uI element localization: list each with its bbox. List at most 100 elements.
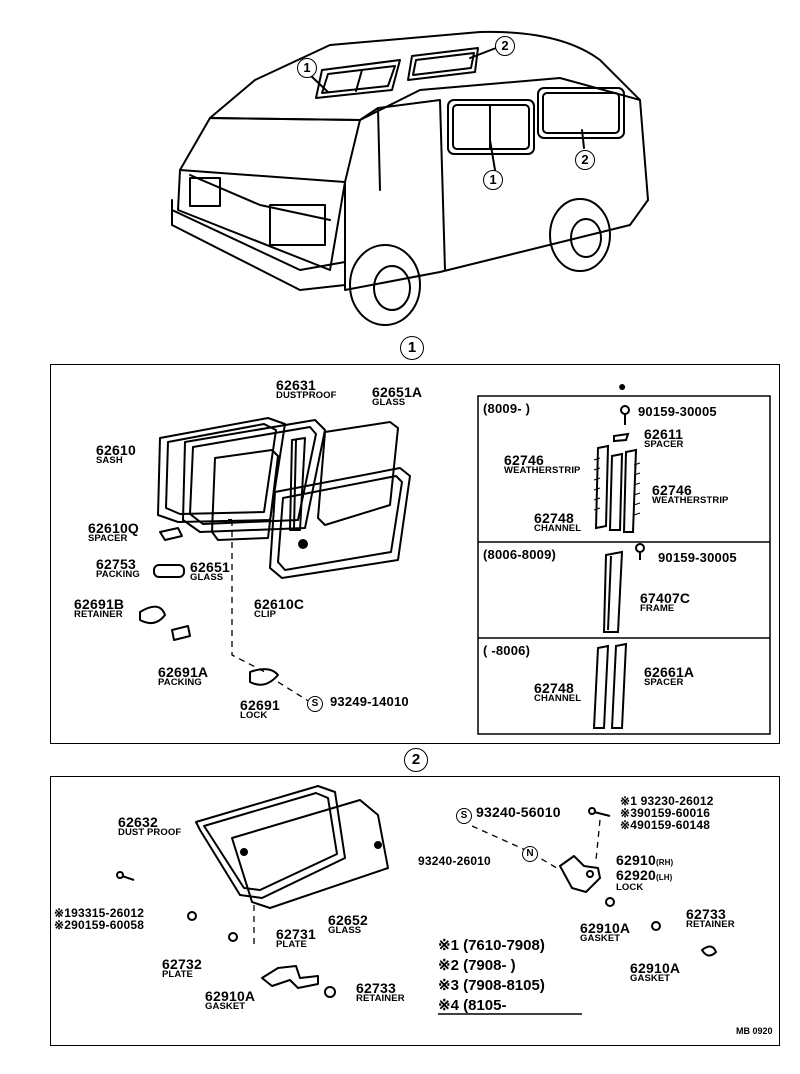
part-62661A: 62661A SPACER	[644, 664, 694, 688]
part-62748-a: 62748 CHANNEL	[534, 510, 581, 534]
part-62651: 62651 GLASS	[190, 559, 230, 583]
section-1-drawing	[139, 395, 771, 735]
part-name: GLASS	[190, 572, 224, 583]
lock-lh-number: 62920	[616, 867, 656, 883]
part-62753: 62753 PACKING	[96, 556, 140, 580]
part-67407C: 67407C FRAME	[640, 590, 690, 614]
part-name: RETAINER	[74, 609, 123, 620]
part-name: RETAINER	[686, 919, 735, 930]
part-name: GLASS	[328, 925, 362, 936]
part-name: CHANNEL	[534, 693, 582, 704]
panel-b-screw: 90159-30005	[658, 550, 737, 565]
n-marker: N	[522, 846, 538, 862]
van-illustration	[171, 30, 649, 326]
panel-a-dot-marker: ●	[618, 378, 627, 394]
part-name: WEATHERSTRIP	[652, 495, 729, 506]
lock-rh-number: 62910	[616, 852, 656, 868]
part-62746-left: 62746 WEATHERSTRIP	[504, 452, 581, 476]
legend-mark: ※3	[438, 977, 459, 994]
screw-right-1: ※1 93230-26012	[620, 794, 714, 808]
legend-range: (8105-	[463, 997, 507, 1014]
part-62910-lock: 62910(RH) 62920(LH) LOCK	[616, 852, 673, 893]
screw-right-3: ※490159-60148	[620, 818, 711, 832]
callout-1-roof: 1	[297, 58, 317, 78]
panel-a-screw: 90159-30005	[638, 404, 717, 419]
part-name: GLASS	[372, 397, 406, 408]
part-number: 62611	[644, 426, 684, 442]
legend-mark: ※4	[438, 997, 459, 1014]
part-name: PACKING	[158, 677, 202, 688]
part-number: 62691B	[74, 596, 125, 612]
panel-b-range: (8006-8009)	[483, 547, 557, 562]
part-name: SPACER	[644, 439, 684, 450]
part-62733-bottom: 62733 RETAINER	[356, 980, 405, 1004]
part-number: 62652	[328, 912, 368, 928]
part-number: 62651	[190, 559, 230, 575]
part-number: 62733	[686, 906, 726, 922]
model-legend: ※1 (7610-7908) ※2 (7908- ) ※3 (7908-8105…	[438, 936, 545, 1014]
part-name: WEATHERSTRIP	[504, 465, 581, 476]
part-number: 62651A	[372, 384, 423, 400]
part-62651A: 62651A GLASS	[372, 384, 422, 408]
part-62632: 62632 DUST PROOF	[118, 814, 181, 838]
part-62610Q: 62610Q SPACER	[88, 520, 139, 544]
part-number: 62661A	[644, 664, 695, 680]
part-number: 62610C	[254, 596, 305, 612]
part-number: 62610	[96, 442, 136, 458]
screw-left-2: ※290159-60058	[54, 918, 145, 932]
legend-row: ※1 (7610-7908)	[438, 936, 545, 954]
part-name: PLATE	[162, 969, 193, 980]
part-name: GASKET	[580, 933, 621, 944]
part-62610: 62610 SASH	[96, 442, 136, 466]
part-number: 62910A	[580, 920, 631, 936]
part-number: 62631	[276, 377, 316, 393]
callout-2-roof: 2	[495, 36, 515, 56]
part-name: DUST PROOF	[118, 827, 182, 838]
lock-name: LOCK	[616, 882, 644, 893]
part-62732: 62732 PLATE	[162, 956, 202, 980]
part-name: SASH	[96, 455, 123, 466]
screw-right-2: ※390159-60016	[620, 806, 711, 820]
section-2-box	[50, 776, 780, 1046]
s-marker: S	[307, 696, 323, 712]
panel-a-range: (8009- )	[483, 401, 531, 416]
section-1-marker: 1	[400, 336, 424, 360]
part-62910A-mid: 62910A GASKET	[580, 920, 630, 944]
part-name: CLIP	[254, 609, 277, 620]
part-number: 62610Q	[88, 520, 140, 536]
part-number: 62748	[534, 680, 574, 696]
screw-right-list: ※1 93230-26012 ※390159-60016 ※490159-601…	[620, 794, 714, 832]
part-number: 62746	[504, 452, 544, 468]
part-name: RETAINER	[356, 993, 405, 1004]
part-name: FRAME	[640, 603, 675, 614]
part-62652: 62652 GLASS	[328, 912, 368, 936]
screw-left-1: ※193315-26012	[54, 906, 145, 920]
lock-lh-row: 62920(LH)	[616, 867, 673, 885]
part-name: GASKET	[205, 1001, 246, 1012]
part-62611: 62611 SPACER	[644, 426, 684, 450]
part-62733-right: 62733 RETAINER	[686, 906, 735, 930]
bolt-93240-56010: 93240-56010	[476, 804, 561, 820]
section-2-marker: 2	[404, 748, 428, 772]
part-number: 67407C	[640, 590, 691, 606]
lock-rh-row: 62910(RH)	[616, 852, 673, 870]
part-62746-right: 62746 WEATHERSTRIP	[652, 482, 729, 506]
legend-mark: ※1	[438, 937, 459, 954]
part-62631: 62631 DUSTPROOF	[276, 377, 337, 401]
part-62731: 62731 PLATE	[276, 926, 316, 950]
part-name: DUSTPROOF	[276, 390, 337, 401]
legend-row: ※3 (7908-8105)	[438, 976, 545, 994]
part-name: SPACER	[88, 533, 128, 544]
part-62610C: 62610C CLIP	[254, 596, 304, 620]
part-number: 62732	[162, 956, 202, 972]
section-1-box	[50, 364, 780, 744]
part-number: 62910A	[630, 960, 681, 976]
part-62748-c: 62748 CHANNEL	[534, 680, 581, 704]
part-number: 62632	[118, 814, 158, 830]
legend-row: ※2 (7908- )	[438, 956, 545, 974]
part-62691B: 62691B RETAINER	[74, 596, 124, 620]
s-marker-2: S	[456, 808, 472, 824]
part-number: 62746	[652, 482, 692, 498]
part-name: PACKING	[96, 569, 140, 580]
